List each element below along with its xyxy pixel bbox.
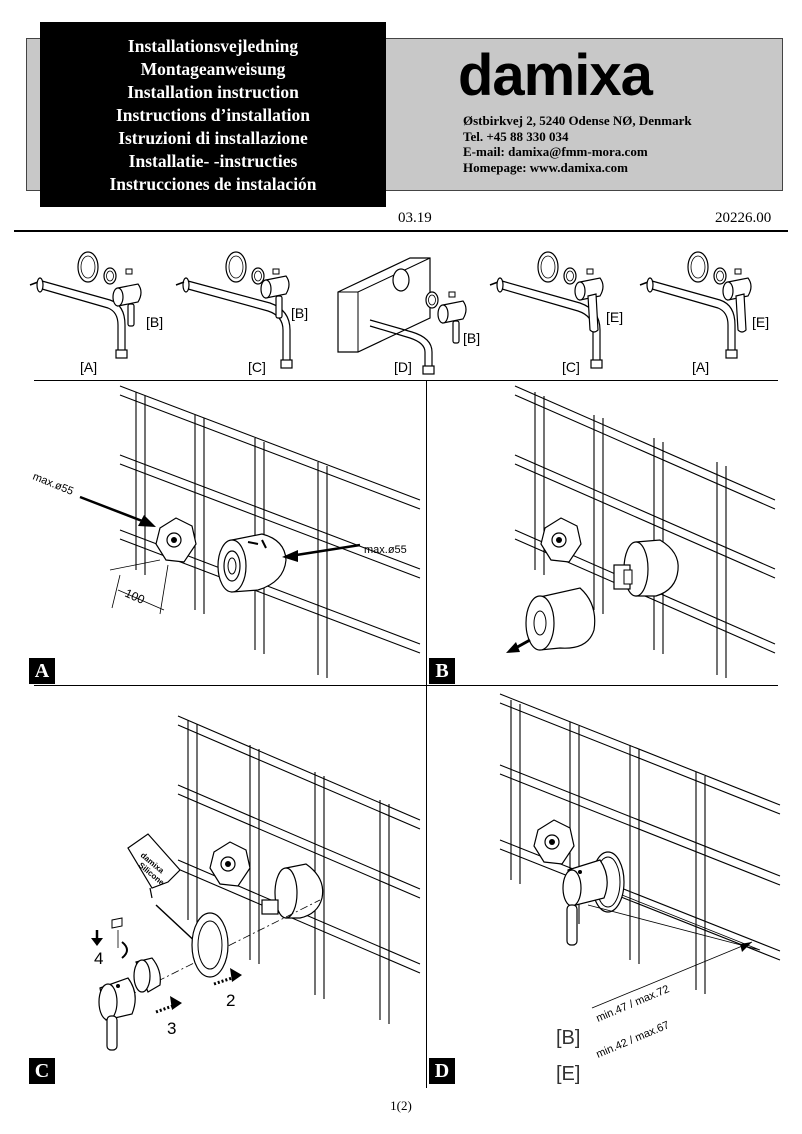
step-2-number: 2 [226, 991, 235, 1010]
product-variant-5 [639, 251, 752, 359]
distance-label: 100 [123, 586, 147, 607]
product-1-handle-label: [B] [146, 314, 163, 330]
valve-cartridge [613, 539, 679, 597]
title-english: Installation instruction [127, 82, 299, 102]
brand-logo: damixa [458, 43, 653, 108]
product-1-spout-label: [A] [80, 359, 97, 375]
arrow-step-2 [213, 968, 242, 986]
arrow-step-3 [155, 996, 182, 1014]
step-d-label: D [429, 1058, 455, 1084]
valve-cartridge [261, 863, 324, 919]
cold-water-connector [540, 517, 582, 563]
page-number: 1(2) [390, 1098, 412, 1113]
title-dutch: Installatie- -instructies [128, 151, 298, 171]
product-5-spout-label: [A] [692, 359, 709, 375]
product-5-handle-label: [E] [752, 314, 769, 330]
step-c-label: C [29, 1058, 55, 1084]
title-spanish: Instrucciones de instalación [109, 174, 317, 194]
phone: Tel. +45 88 330 034 [463, 128, 569, 144]
document-number: 20226.00 [715, 210, 772, 226]
cold-water-connector [209, 841, 251, 887]
step-a-label: A [29, 658, 55, 684]
title-german: Montageanweisung [140, 59, 286, 79]
installed-mixer [562, 851, 625, 946]
escutcheon-plate [191, 912, 229, 978]
product-variant-1 [29, 251, 142, 359]
homepage: Homepage: www.damixa.com [463, 159, 629, 175]
product-2-spout-label: [C] [248, 359, 266, 375]
panel-a-illustration: max.ø55 max.ø55 100 [31, 385, 421, 678]
removed-cover-sleeve [525, 587, 596, 651]
product-variants: [B] [A] [B] [C] [B] [D] [E] [C] [29, 251, 769, 375]
variant-b-label: [B] [556, 1027, 580, 1049]
title-french: Instructions d’installation [116, 105, 310, 125]
product-3-handle-label: [B] [463, 330, 480, 346]
grid-rule-middle [34, 685, 778, 686]
tile-grid [119, 385, 421, 678]
range-b-label: min.47 / max.72 [594, 983, 671, 1025]
product-variant-3 [337, 257, 467, 375]
set-screw [111, 917, 123, 948]
email: E-mail: damixa@fmm-mora.com [463, 144, 648, 159]
step-4-number: 4 [94, 949, 103, 968]
grid-rule-top [34, 380, 778, 381]
title-italian: Istruzioni di installazione [118, 128, 308, 148]
title-danish: Installationsvejledning [127, 36, 299, 56]
product-variant-4 [489, 251, 604, 369]
sleeve-ring [133, 957, 161, 993]
valve-body [217, 533, 287, 593]
max-diameter-right-label: max.ø55 [364, 544, 407, 556]
product-variant-2 [175, 251, 293, 369]
product-4-handle-label: [E] [606, 309, 623, 325]
panel-b-illustration [506, 385, 776, 678]
silicone-tube: damixa Silicone [127, 833, 181, 899]
grid-rule-vertical [426, 380, 427, 1088]
panel-d-illustration: min.47 / max.72 min.42 / max.67 [B] [E] [499, 693, 781, 1085]
max-diameter-left-label: max.ø55 [31, 471, 75, 498]
title-block: Installationsvejledning Montageanweisung… [40, 22, 386, 207]
product-4-spout-label: [C] [562, 359, 580, 375]
header-rule [14, 230, 788, 232]
document-date: 03.19 [398, 210, 432, 226]
range-e-label: min.42 / max.67 [594, 1019, 671, 1061]
cold-water-connector [533, 819, 575, 865]
variant-e-label: [E] [556, 1063, 580, 1085]
contact-info: Østbirkvej 2, 5240 Odense NØ, Denmark Te… [463, 113, 692, 175]
handle-lever [98, 977, 136, 1051]
step-b-label: B [429, 658, 455, 684]
product-3-spout-label: [D] [394, 359, 412, 375]
cold-water-connector [155, 517, 197, 563]
product-2-handle-label: [B] [291, 305, 308, 321]
step-3-number: 3 [167, 1019, 176, 1038]
panel-c-illustration: damixa Silicone 4 2 3 [91, 715, 421, 1051]
address: Østbirkvej 2, 5240 Odense NØ, Denmark [463, 113, 692, 128]
